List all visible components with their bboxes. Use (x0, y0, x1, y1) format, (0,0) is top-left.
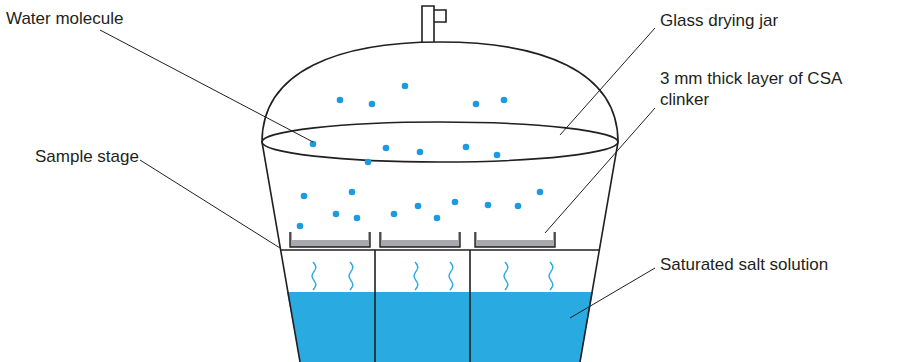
water-molecule (402, 83, 409, 90)
vapor-line (504, 262, 508, 290)
water-molecule (537, 189, 544, 196)
water-molecule (301, 193, 308, 200)
callout-label: Sample stage (35, 146, 139, 167)
water-molecule (415, 203, 422, 210)
water-molecule (297, 223, 304, 230)
stage-post (374, 250, 376, 362)
water-molecule (452, 199, 459, 206)
water-molecule (365, 159, 372, 166)
water-molecule (463, 144, 470, 151)
vapor-line (414, 262, 418, 290)
water-molecule (501, 97, 508, 104)
jar-wall (580, 142, 618, 362)
water-molecule (333, 211, 340, 218)
water-molecule (494, 152, 501, 159)
vapor-lines (312, 262, 553, 290)
sample-stage (281, 249, 599, 251)
water-molecule (354, 215, 361, 222)
callout-label: 3 mm thick layer of CSA clinker (660, 68, 875, 110)
callout-label: Glass drying jar (660, 10, 778, 31)
stage-post (469, 250, 471, 362)
valve (422, 6, 434, 42)
water-molecule (337, 97, 344, 104)
water-molecule (417, 149, 424, 156)
jar-rim (262, 122, 618, 162)
leader-lines (100, 28, 655, 318)
vapor-line (549, 262, 553, 290)
vapor-line (349, 262, 353, 290)
jar-wall (262, 142, 300, 362)
sample-trays (290, 232, 555, 247)
water-molecule (485, 202, 492, 209)
water-molecule (473, 101, 480, 108)
valve (434, 10, 446, 22)
water-molecules (297, 83, 544, 230)
water-molecule (369, 101, 376, 108)
vapor-line (449, 262, 453, 290)
vapor-line (312, 262, 316, 290)
water-molecule (515, 203, 522, 210)
callout-label: Saturated salt solution (660, 254, 828, 275)
water-molecule (383, 145, 390, 152)
callout-label: Water molecule (6, 8, 123, 29)
water-molecule (349, 189, 356, 196)
water-molecule (434, 215, 441, 222)
salt-solution (287, 292, 593, 362)
water-molecule (391, 211, 398, 218)
